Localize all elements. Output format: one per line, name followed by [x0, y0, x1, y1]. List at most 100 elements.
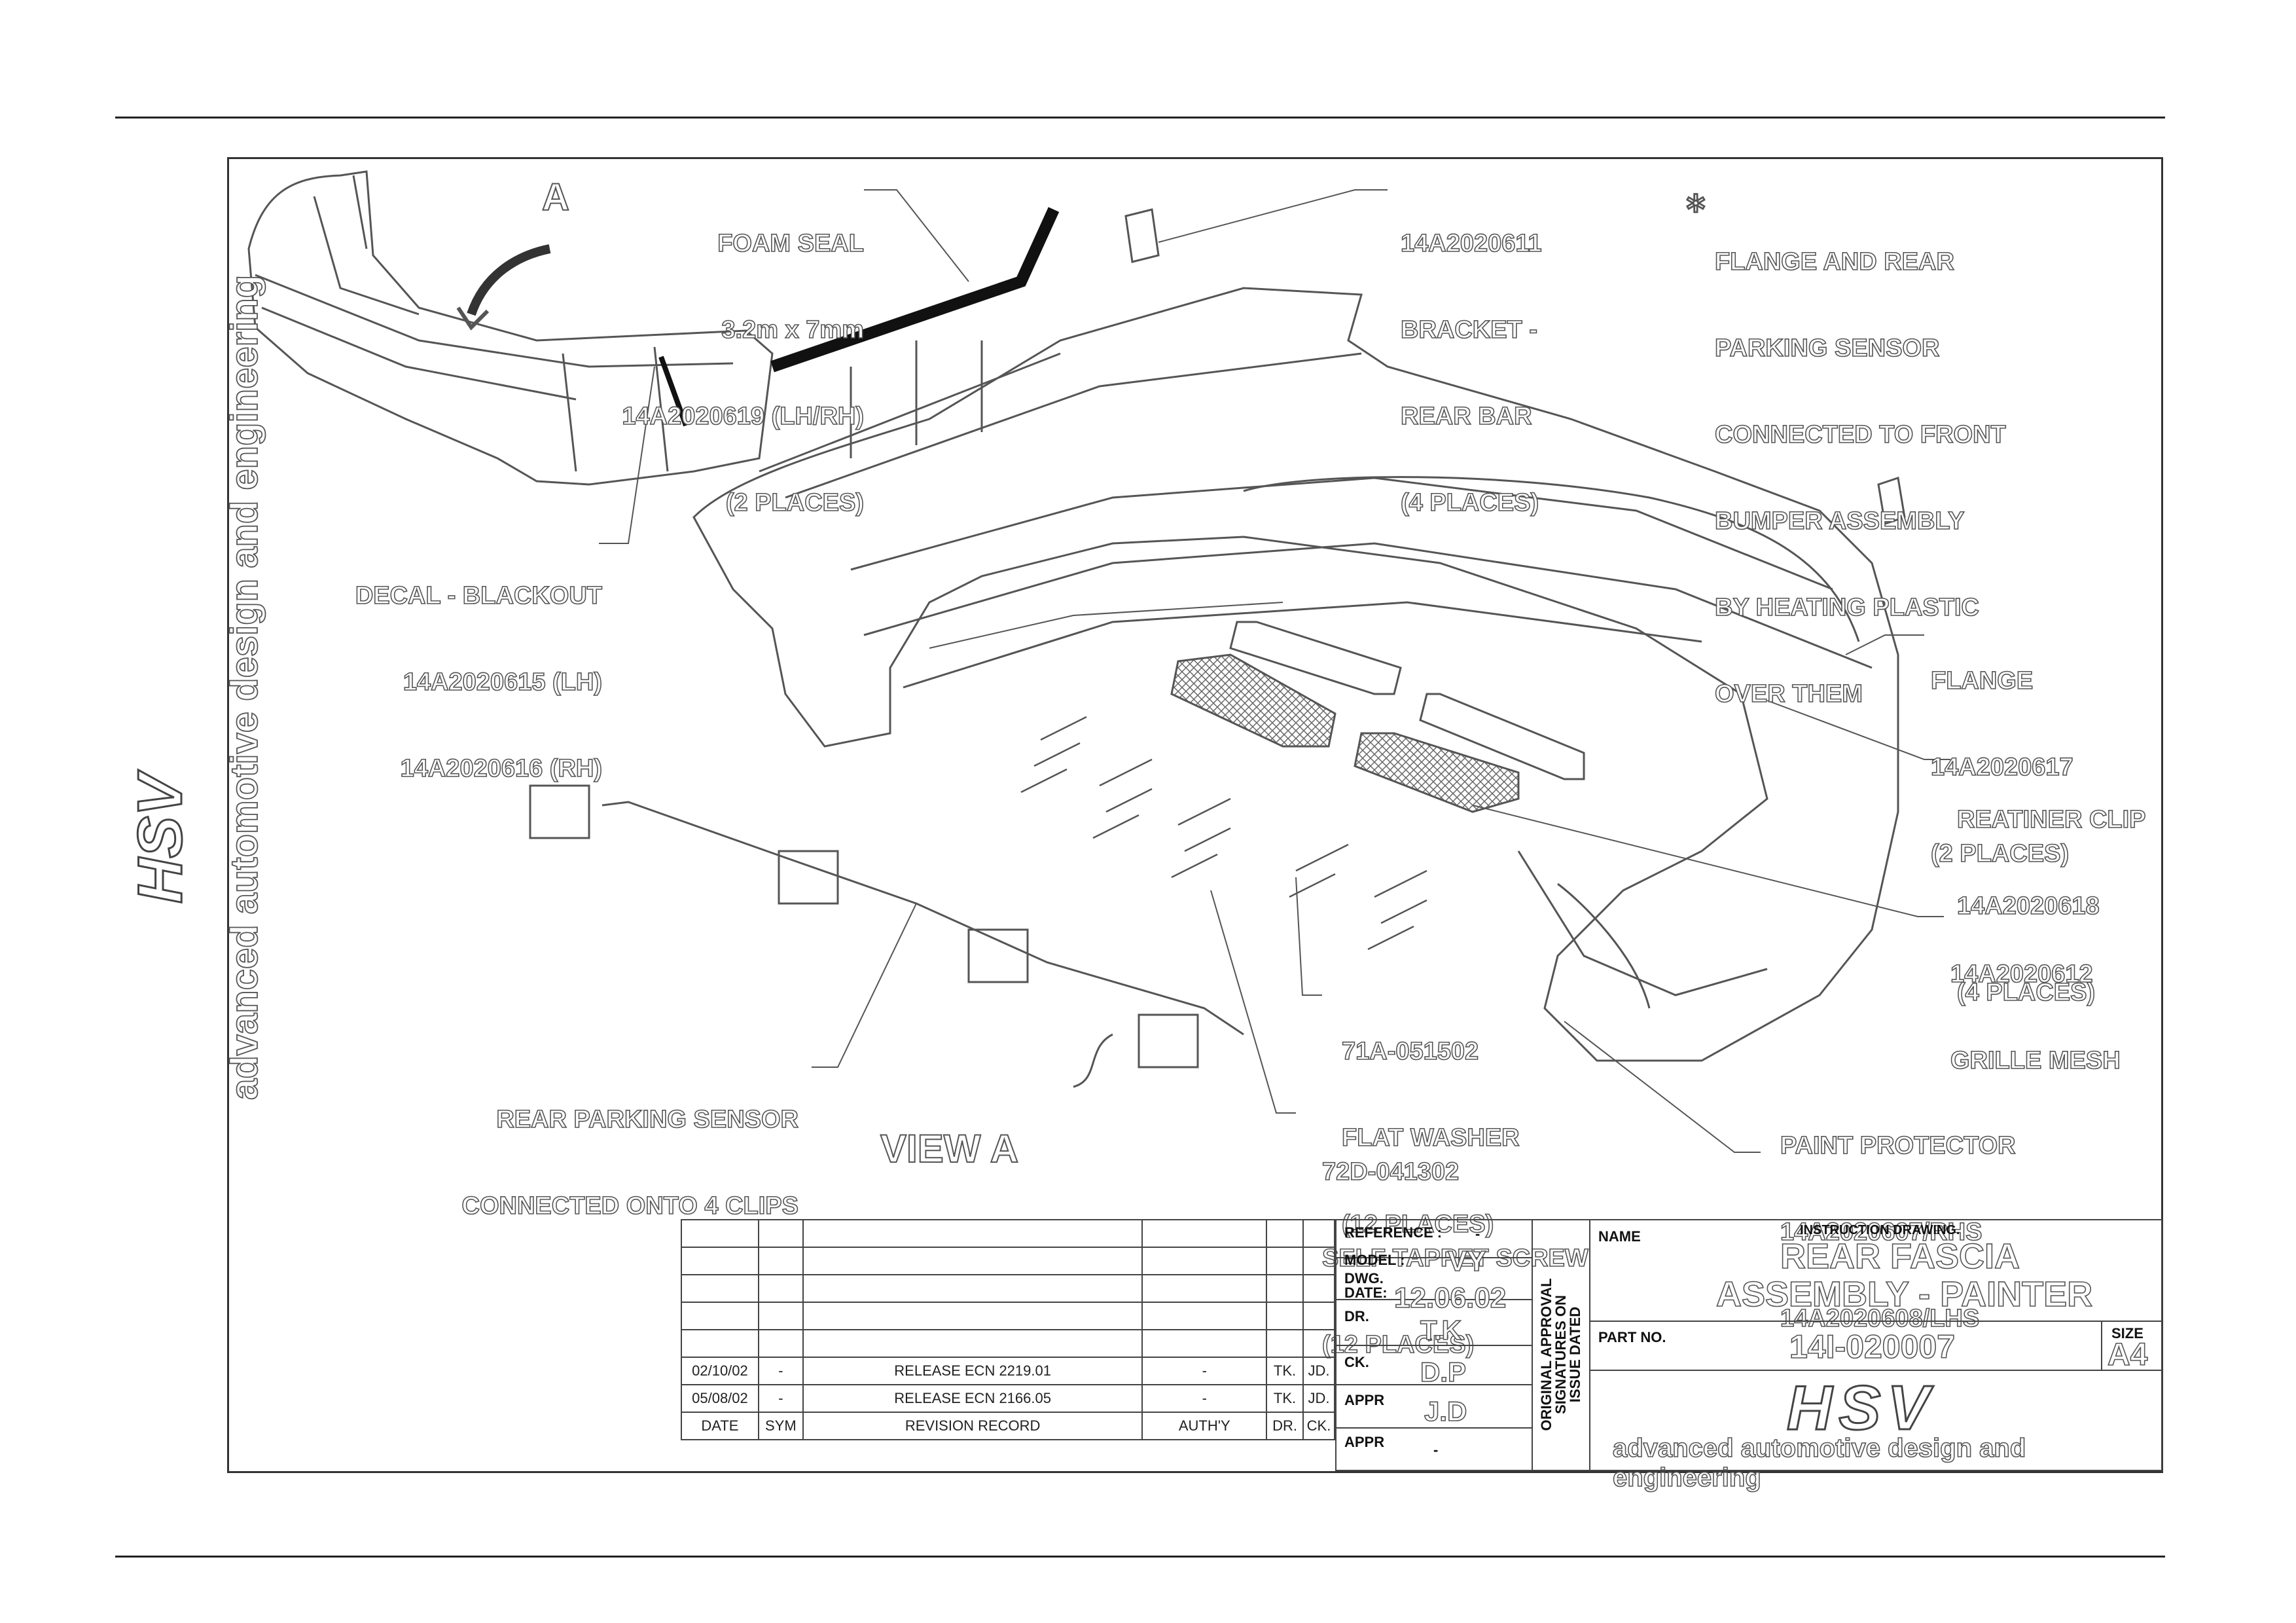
approval-rule: [1335, 1427, 1532, 1429]
paint-protector-label: PAINT PROTECTOR 14A2020607/RHS 14A202060…: [1780, 1074, 2016, 1362]
part-no-value: 14I-020007: [1789, 1328, 1956, 1366]
header-sym: SYM: [757, 1412, 804, 1440]
view-letter-a: A: [541, 175, 570, 219]
label-line: 14A2020611: [1400, 229, 1542, 258]
label-line: (2 PLACES): [1930, 839, 2070, 868]
approval-rule: [1335, 1345, 1532, 1346]
dr-label: DR.: [1344, 1308, 1369, 1324]
grille-mesh-label: 14A2020612 GRILLE MESH: [1950, 902, 2121, 1104]
appr2-value: -: [1433, 1442, 1439, 1458]
retainer-clip-label: REATINER CLIP 14A2020618 (4 PLACES): [1956, 748, 2146, 1036]
revision-row: 02/10/02 - RELEASE ECN 2219.01 - TK. JD.: [681, 1357, 1335, 1385]
approval-rule: [1335, 1257, 1532, 1258]
bracket-left: [1124, 208, 1160, 263]
rev-sym: -: [757, 1384, 804, 1413]
model-label: MODEL :: [1344, 1252, 1405, 1268]
front-bumper-outline: [247, 170, 774, 486]
header-record: REVISION RECORD: [802, 1412, 1143, 1440]
label-line: BY HEATING PLASTIC: [1714, 593, 1980, 622]
block-right-edge: [2161, 1219, 2162, 1471]
label-line: BRACKET -: [1400, 316, 1538, 344]
label-line: DECAL - BLACKOUT: [355, 581, 603, 610]
rev-dr: TK.: [1266, 1357, 1304, 1385]
size-value: A4: [2107, 1337, 2148, 1373]
hsv-logo: HSV: [1785, 1372, 1936, 1444]
appr-value: J.D: [1424, 1395, 1467, 1427]
label-line: (4 PLACES): [1400, 488, 1539, 517]
approval-rule: [1335, 1299, 1532, 1300]
sensor-harness: [601, 801, 1244, 1036]
size-label: SIZE: [2111, 1325, 2144, 1341]
label-line: (12 PLACES): [1341, 1210, 1494, 1239]
revision-table: 02/10/02 - RELEASE ECN 2219.01 - TK. JD.…: [681, 1219, 1335, 1440]
asterisk-icon: ✲: [1685, 190, 1706, 219]
side-hsv-logo: HSV: [124, 773, 196, 904]
flange-note-label: FLANGE AND REAR PARKING SENSOR CONNECTED…: [1714, 190, 2006, 737]
approval-vertical-note: ORIGINAL APPROVAL SIGNATURES ON ISSUE DA…: [1538, 1278, 1583, 1431]
reference-label: REFERENCE :: [1344, 1224, 1443, 1241]
dwg-date-value: 12.06.02: [1393, 1281, 1507, 1315]
revision-row: 05/08/02 - RELEASE ECN 2166.05 - TK. JD.: [681, 1384, 1335, 1413]
part-rule: [1589, 1370, 2161, 1371]
foam-seal-strip: [770, 207, 1060, 373]
decal-blackout-mark: [658, 356, 689, 427]
block-bottom-edge: [1335, 1470, 2161, 1471]
header-auth: AUTH'Y: [1141, 1412, 1268, 1440]
label-line: 14A2020612: [1950, 960, 2093, 989]
rev-dr: TK.: [1266, 1384, 1304, 1413]
parking-sensor-1: [529, 784, 590, 839]
label-line: REAR BAR: [1400, 402, 1532, 431]
side-tagline: advanced automotive design and engineeri…: [223, 274, 266, 1101]
grille-mesh-left: [1170, 653, 1336, 748]
model-value: VY: [1447, 1245, 1486, 1278]
label-line: CONNECTED ONTO 4 CLIPS: [461, 1192, 799, 1220]
rev-record: RELEASE ECN 2166.05: [802, 1384, 1143, 1413]
rev-auth: -: [1141, 1384, 1268, 1413]
name-label: NAME: [1598, 1228, 1641, 1245]
note-divider: [1589, 1219, 1590, 1471]
paint-protector-lower: [1419, 693, 1585, 780]
label-line: FLAT WASHER: [1341, 1123, 1520, 1152]
label-line: OVER THEM: [1714, 680, 1863, 708]
label-line: 14A2020608/LHS: [1780, 1304, 1980, 1333]
parking-sensor-label: REAR PARKING SENSOR CONNECTED ONTO 4 CLI…: [432, 1048, 799, 1249]
label-line: CONNECTED TO FRONT: [1714, 420, 2006, 449]
revision-header-row: DATE SYM REVISION RECORD AUTH'Y DR. CK.: [681, 1412, 1335, 1440]
leader-lines: [599, 189, 1950, 1153]
rev-sym: -: [757, 1357, 804, 1385]
dwg-date-label: DWG. DATE:: [1344, 1270, 1388, 1301]
header-dr: DR.: [1266, 1412, 1304, 1440]
grille-mesh-right: [1354, 732, 1520, 813]
label-line: FLANGE: [1930, 666, 2034, 695]
approval-divider: [1532, 1219, 1533, 1471]
drawing-title-line-1: REAR FASCIA: [1780, 1236, 2020, 1277]
title-block: 02/10/02 - RELEASE ECN 2219.01 - TK. JD.…: [681, 1219, 2162, 1493]
approval-rule: [1335, 1384, 1532, 1385]
view-a-label: VIEW A: [880, 1126, 1019, 1171]
view-arrow: [467, 244, 551, 316]
instruction-label: INSTRUCTION DRAWING.: [1800, 1223, 1960, 1237]
label-line: FLANGE AND REAR: [1714, 247, 1955, 276]
ck-value: D.P: [1420, 1356, 1467, 1388]
drawing-frame: [227, 157, 2163, 1473]
appr-label: APPR: [1344, 1392, 1385, 1408]
label-line: GRILLE MESH: [1950, 1046, 2121, 1075]
parking-sensor-4: [1138, 1013, 1199, 1068]
flange-label: FLANGE 14A2020617 (2 PLACES): [1930, 609, 2073, 897]
rev-record: RELEASE ECN 2219.01: [802, 1357, 1143, 1385]
foam-seal-label: FOAM SEAL 3.2m x 7mm 14A2020619 (LH/RH) …: [576, 172, 865, 546]
parking-sensor-3: [967, 928, 1029, 983]
header-ck: CK.: [1302, 1412, 1335, 1440]
reference-value: -: [1475, 1226, 1480, 1242]
label-line: (2 PLACES): [725, 488, 865, 517]
dr-value: T.K: [1420, 1314, 1462, 1346]
bracket-right: [1877, 477, 1906, 525]
rev-ck: JD.: [1302, 1384, 1335, 1413]
rev-auth: -: [1141, 1357, 1268, 1385]
washer-label: 71A-051502 FLAT WASHER (12 PLACES): [1341, 979, 1520, 1267]
label-line: 14A2020618: [1956, 892, 2100, 921]
top-rule: [115, 117, 2165, 119]
rev-ck: JD.: [1302, 1357, 1335, 1385]
rev-date: 05/08/02: [681, 1384, 759, 1413]
label-line: 14A2020617: [1930, 753, 2073, 782]
